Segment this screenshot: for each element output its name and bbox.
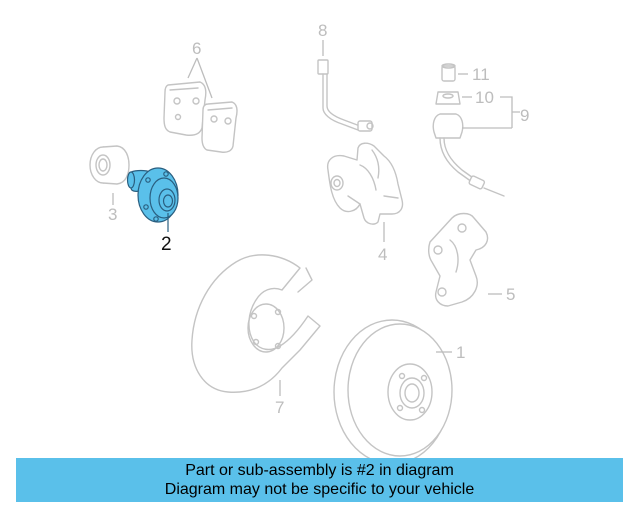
callout-3: 3: [108, 205, 117, 224]
callout-6: 6: [192, 39, 201, 58]
brake-pads-part-6[interactable]: [163, 81, 238, 153]
dust-shield-part-7[interactable]: [191, 254, 321, 393]
callout-11: 11: [472, 65, 490, 84]
callout-1: 1: [456, 343, 465, 362]
brake-caliper-part-4[interactable]: [326, 142, 404, 225]
callout-10: 10: [475, 88, 494, 107]
callout-7: 7: [275, 398, 284, 417]
banner-line-disclaimer: Diagram may not be specific to your vehi…: [164, 481, 475, 498]
caliper-carrier-part-5[interactable]: [427, 212, 489, 307]
callout-2: 2: [161, 234, 172, 255]
wear-sensor-part-9[interactable]: [432, 63, 505, 197]
callout-numbers: 6 3 2 8 4 11 10 9 5 1 7: [108, 21, 529, 417]
callout-4: 4: [378, 245, 387, 264]
banner-line-part-number: Part or sub-assembly is #2 in diagram: [185, 462, 454, 479]
brake-hose-part-8[interactable]: [317, 59, 374, 132]
wheel-bearing-part-3[interactable]: [89, 145, 130, 185]
callout-leaders: [112, 40, 520, 396]
brake-rotor-part-1[interactable]: [333, 319, 453, 460]
diagram-canvas: 6 3 2 8 4 11 10 9 5 1 7: [89, 21, 529, 460]
wheel-hub-part-2[interactable]: [126, 167, 179, 232]
callout-5: 5: [506, 285, 515, 304]
callout-9: 9: [520, 106, 529, 125]
callout-8: 8: [318, 21, 327, 40]
info-banner: Part or sub-assembly is #2 in diagram Di…: [16, 458, 623, 502]
